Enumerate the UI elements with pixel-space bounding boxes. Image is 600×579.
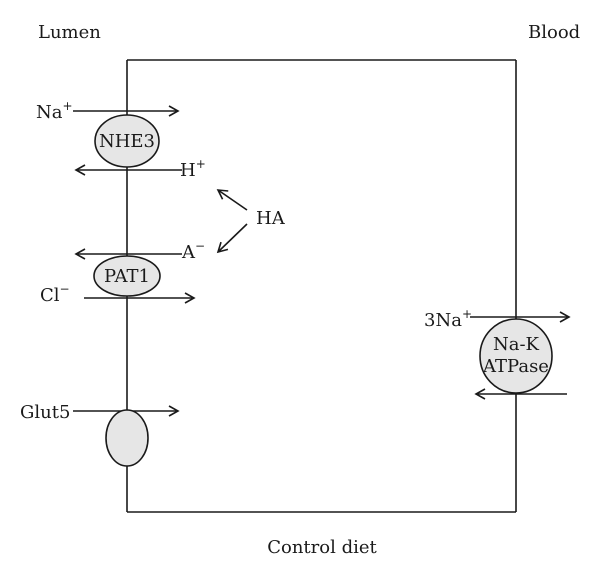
a-ion-label: A− (181, 239, 205, 263)
nak-label-line1: Na-K (493, 334, 540, 355)
h-ion-label: H+ (180, 157, 206, 181)
na-ion-label: Na+ (36, 99, 73, 123)
ha-to-a-arrow (216, 223, 248, 254)
na-charge: + (62, 99, 72, 113)
nhe3-label: NHE3 (99, 131, 155, 152)
nak-atpase-ellipse (479, 318, 553, 394)
ha-label: HA (256, 208, 286, 229)
pat1-label: PAT1 (104, 266, 150, 287)
ha-dissociation: HA (216, 189, 286, 254)
nhe3-ellipse (94, 114, 160, 168)
nak-atpase-transporter: Na-K ATPase 3Na+ (424, 307, 571, 400)
glut5-transporter: Glut5 (20, 402, 180, 467)
cell-outline (126, 59, 517, 513)
nak-label-line2: ATPase (482, 356, 549, 377)
3na-ion-text: 3Na (424, 310, 462, 331)
lumen-label: Lumen (38, 22, 101, 43)
cl-ion-text: Cl (40, 285, 60, 306)
caption: Control diet (267, 537, 377, 558)
h-charge: + (196, 157, 206, 171)
nhe3-transporter: NHE3 Na+ H+ (36, 99, 206, 181)
cl-ion-label: Cl− (40, 282, 70, 306)
na-ion-text: Na (36, 102, 63, 123)
3na-charge: + (462, 307, 472, 321)
a-charge: − (195, 239, 205, 253)
pat1-transporter: PAT1 A− Cl− (40, 239, 205, 306)
pat1-ellipse (93, 255, 161, 297)
3na-ion-label: 3Na+ (424, 307, 472, 331)
ha-to-h-arrow (216, 189, 248, 211)
blood-label: Blood (528, 22, 580, 43)
a-ion-text: A (181, 242, 196, 263)
glut5-ellipse (105, 409, 149, 467)
h-ion-text: H (180, 160, 196, 181)
cl-charge: − (60, 282, 70, 296)
glut5-label: Glut5 (20, 402, 70, 423)
